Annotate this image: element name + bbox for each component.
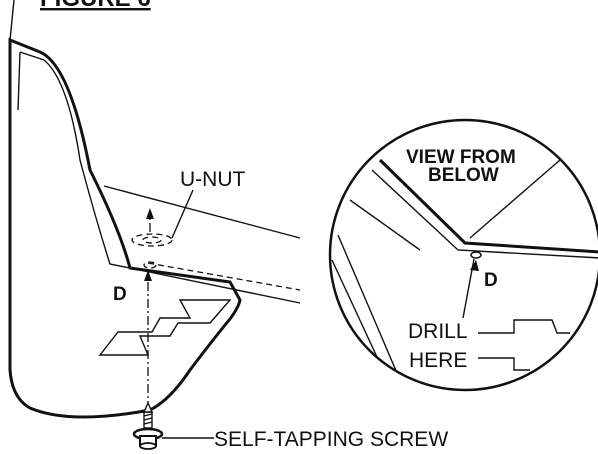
figure-title: FIGURE 6 xyxy=(40,0,151,12)
detail-fender-line xyxy=(469,159,561,239)
bowtie-emblem xyxy=(98,299,232,356)
detail-flap-edge xyxy=(378,158,598,254)
nut-up-arrow xyxy=(146,208,154,219)
fender-bottom-edge xyxy=(129,267,301,304)
detail-body-line-3 xyxy=(349,199,421,251)
hole-d xyxy=(143,261,157,269)
view-from-below-line2: BELOW xyxy=(428,165,499,186)
screw-tip xyxy=(142,401,154,413)
drill-label-line2: HERE xyxy=(409,349,467,372)
point-d-label: D xyxy=(113,284,127,305)
drill-step-line-lower xyxy=(478,357,530,371)
self-tapping-screw: SELF-TAPPING SCREW xyxy=(132,401,448,451)
detail-view: VIEW FROM BELOW D DRILL HERE xyxy=(328,118,598,392)
detail-body-line-1 xyxy=(337,234,401,381)
mud-flap-rib xyxy=(19,51,131,269)
mud-flap-outline xyxy=(8,37,242,419)
u-nut: U-NUT xyxy=(131,168,245,247)
screw-label: SELF-TAPPING SCREW xyxy=(214,428,448,451)
u-nut-outline xyxy=(131,233,173,247)
detail-flap-edge-inner xyxy=(371,169,598,259)
screw-head-bottom xyxy=(139,442,157,450)
drill-label-line1: DRILL xyxy=(408,320,468,343)
detail-point-d-label: D xyxy=(484,270,498,291)
screw-up-arrow xyxy=(144,270,152,281)
drill-step-line-upper xyxy=(478,319,570,334)
u-nut-center xyxy=(142,236,162,244)
detail-circle xyxy=(328,118,598,392)
u-nut-label: U-NUT xyxy=(180,168,245,191)
fender-lines xyxy=(103,185,301,304)
mud-flap xyxy=(8,0,242,419)
u-nut-leader xyxy=(171,189,194,239)
screw-thread xyxy=(143,411,153,429)
flap-edge-line xyxy=(9,0,15,41)
flap-inner-edge xyxy=(17,51,21,111)
detail-drill-point xyxy=(470,251,482,259)
drill-pointer-arrow xyxy=(470,260,479,271)
fender-hidden-line xyxy=(147,262,301,291)
view-from-below-line1: VIEW FROM xyxy=(406,147,516,168)
fender-top-edge xyxy=(103,185,301,239)
